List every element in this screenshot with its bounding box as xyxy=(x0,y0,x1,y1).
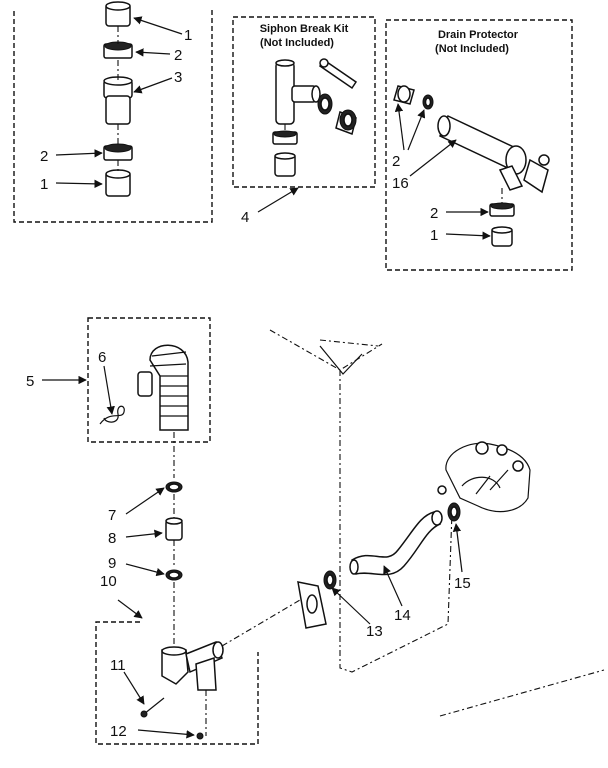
siphon-kit-dashed-box xyxy=(232,16,376,188)
drain-protector-body xyxy=(437,114,550,194)
drain-protector-kit: Drain Protector (Not Included) 2 16 2 xyxy=(385,19,573,271)
callout-13: 13 xyxy=(366,623,383,640)
top-left-dashed-box xyxy=(13,10,213,223)
callout-3: 3 xyxy=(174,69,182,86)
hose-connector xyxy=(103,76,133,125)
callout-6: 6 xyxy=(98,349,106,366)
drain-kit-title: Drain Protector xyxy=(438,29,519,41)
drain-hose xyxy=(137,344,189,431)
drain-elbow xyxy=(161,641,224,691)
screw-11 xyxy=(140,697,165,718)
callout-4: 4 xyxy=(241,209,249,226)
hose-clip xyxy=(99,405,125,425)
vent-cap xyxy=(318,58,358,90)
tee-fitting xyxy=(275,59,321,125)
pump-assembly xyxy=(437,441,531,513)
drain-small-parts xyxy=(393,85,434,110)
callout-12: 12 xyxy=(110,723,127,740)
callout-2-bottom: 2 xyxy=(40,148,48,165)
coupling-bottom xyxy=(105,169,131,197)
callout-15: 15 xyxy=(454,575,471,592)
callout-8: 8 xyxy=(108,530,116,547)
lower-assembly: 5 6 7 8 9 10 xyxy=(26,317,605,745)
callout-10: 10 xyxy=(100,573,117,590)
callout-2-top: 2 xyxy=(174,47,182,64)
callout-1-top: 1 xyxy=(184,27,192,44)
callout-9: 9 xyxy=(108,555,116,572)
callout-1-bottom: 1 xyxy=(40,176,48,193)
drain-kit-dashed-box xyxy=(385,19,573,271)
coupling-top xyxy=(105,1,131,27)
adapter-8 xyxy=(165,517,183,541)
drain-hose-kit-box xyxy=(87,317,211,443)
siphon-kit-note: (Not Included) xyxy=(260,37,334,49)
top-left-assembly: 1 2 3 2 1 xyxy=(13,1,213,223)
callout-2-drain-bottom: 2 xyxy=(430,205,438,222)
siphon-kit-title: Siphon Break Kit xyxy=(260,23,349,35)
callout-14: 14 xyxy=(394,607,411,624)
drain-kit-note: (Not Included) xyxy=(435,43,509,55)
clip-12 xyxy=(196,732,204,740)
callout-16: 16 xyxy=(392,175,409,192)
clamp-ring-top xyxy=(103,41,133,59)
cabinet-outline xyxy=(269,329,453,673)
callout-5: 5 xyxy=(26,373,34,390)
clamp-ring-bottom xyxy=(103,143,133,161)
callout-1-drain: 1 xyxy=(430,227,438,244)
internal-hose-14 xyxy=(351,511,442,576)
callout-7: 7 xyxy=(108,507,116,524)
siphon-rings xyxy=(317,93,357,135)
callout-2-drain-top: 2 xyxy=(392,153,400,170)
siphon-break-kit: Siphon Break Kit (Not Included) 4 xyxy=(232,16,376,226)
callout-11: 11 xyxy=(110,657,126,674)
grommet-flange xyxy=(297,581,327,629)
